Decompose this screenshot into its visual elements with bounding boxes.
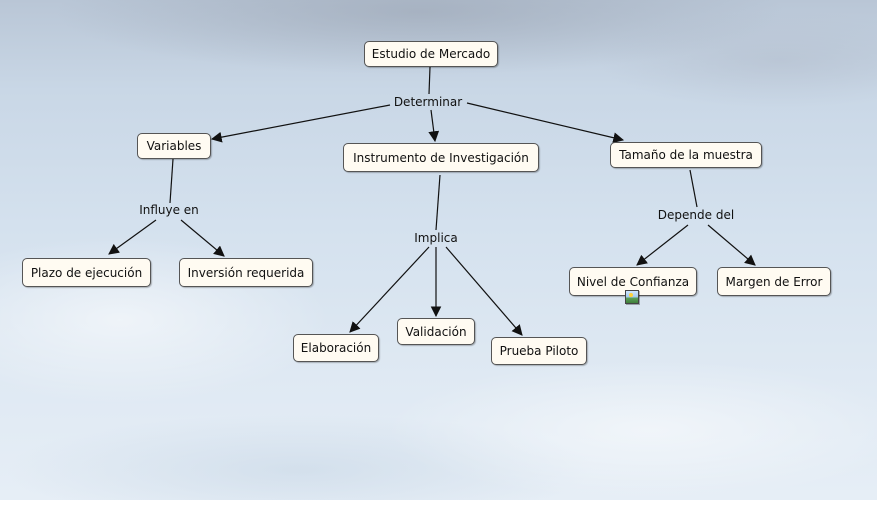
link-label-implica: Implica (414, 231, 458, 245)
arrow-determinar-to-variables (210, 104, 391, 143)
node-estudio-de-mercado[interactable]: Estudio de Mercado (364, 41, 498, 67)
node-margen-de-error[interactable]: Margen de Error (717, 267, 831, 296)
node-plazo-de-ejecucion[interactable]: Plazo de ejecución (22, 258, 151, 287)
node-elaboracion[interactable]: Elaboración (293, 334, 379, 362)
arrow-implica-to-elaboracion (349, 246, 430, 333)
connection-lines (108, 66, 756, 336)
node-inversion-requerida[interactable]: Inversión requerida (179, 258, 313, 287)
line-variables-to-influye (169, 158, 174, 204)
arrow-implica-to-prueba (445, 246, 523, 336)
node-validacion[interactable]: Validación (397, 318, 475, 345)
concept-map-canvas: Determinar Influye en Implica Depende de… (0, 0, 877, 500)
arrow-influye-to-plazo (108, 219, 157, 255)
node-prueba-piloto[interactable]: Prueba Piloto (491, 337, 587, 365)
line-root-to-determinar (428, 66, 431, 95)
node-variables[interactable]: Variables (137, 133, 211, 159)
node-tamano-de-la-muestra[interactable]: Tamaño de la muestra (610, 142, 762, 168)
link-label-depende-del: Depende del (657, 208, 735, 222)
line-tamano-to-depende (689, 169, 698, 208)
arrow-determinar-to-instrumento (428, 109, 440, 143)
arrow-influye-to-inversion (180, 219, 225, 257)
arrow-depende-to-confianza (636, 224, 689, 266)
node-instrumento-de-investigacion[interactable]: Instrumento de Investigación (343, 143, 539, 172)
arrow-depende-to-margen (707, 224, 756, 266)
link-label-influye-en: Influye en (139, 203, 199, 217)
line-instrumento-to-implica (435, 174, 441, 231)
image-attachment-icon[interactable] (625, 290, 639, 304)
arrow-determinar-to-tamano (466, 102, 625, 144)
node-nivel-de-confianza[interactable]: Nivel de Confianza (569, 267, 697, 296)
link-label-determinar: Determinar (393, 95, 463, 109)
